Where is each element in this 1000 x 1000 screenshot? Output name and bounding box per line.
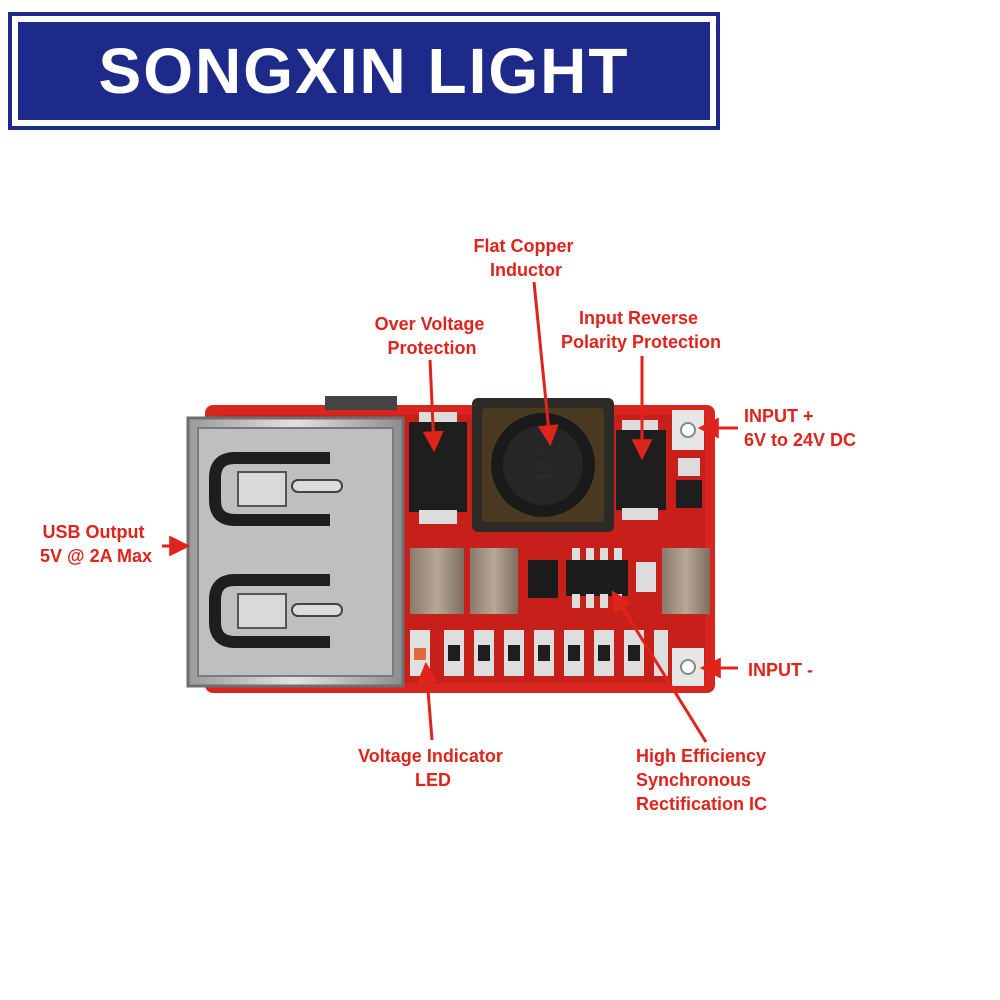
resistor-row xyxy=(410,630,668,676)
over-voltage-diode xyxy=(409,412,467,524)
capacitors xyxy=(410,548,710,614)
label-usb-output: USB Output 5V @ 2A Max xyxy=(40,522,152,566)
inductor-code: 4R7 xyxy=(533,445,558,485)
reverse-polarity-mosfet xyxy=(616,420,666,520)
input-minus-pad xyxy=(672,648,704,686)
arrow-inductor xyxy=(532,281,559,447)
smd-part xyxy=(678,458,700,476)
flat-copper-inductor: 4R7 xyxy=(472,398,614,532)
label-flat-copper-inductor: Flat Copper Inductor xyxy=(473,236,578,280)
callout-arrows xyxy=(162,281,738,743)
label-led: Voltage Indicator LED xyxy=(358,746,508,790)
label-over-voltage: Over Voltage Protection xyxy=(375,314,490,358)
usb-connector xyxy=(186,416,405,688)
arrow-led xyxy=(416,661,438,741)
brand-banner: SONGXIN LIGHT xyxy=(8,12,720,130)
input-plus-pad xyxy=(672,410,704,450)
smd-part xyxy=(676,480,702,508)
sync-rectification-ic xyxy=(528,548,656,608)
arrow-over-voltage xyxy=(422,359,444,453)
label-reverse-polarity: Input Reverse Polarity Protection xyxy=(561,308,721,352)
label-input-plus: INPUT + 6V to 24V DC xyxy=(744,406,856,450)
brand-name: SONGXIN LIGHT xyxy=(98,35,630,107)
label-sync-ic: High Efficiency Synchronous Rectificatio… xyxy=(636,746,771,814)
arrow-ic xyxy=(611,590,708,743)
label-input-minus: INPUT - xyxy=(748,660,813,680)
brand-banner-fill: SONGXIN LIGHT xyxy=(18,22,710,120)
